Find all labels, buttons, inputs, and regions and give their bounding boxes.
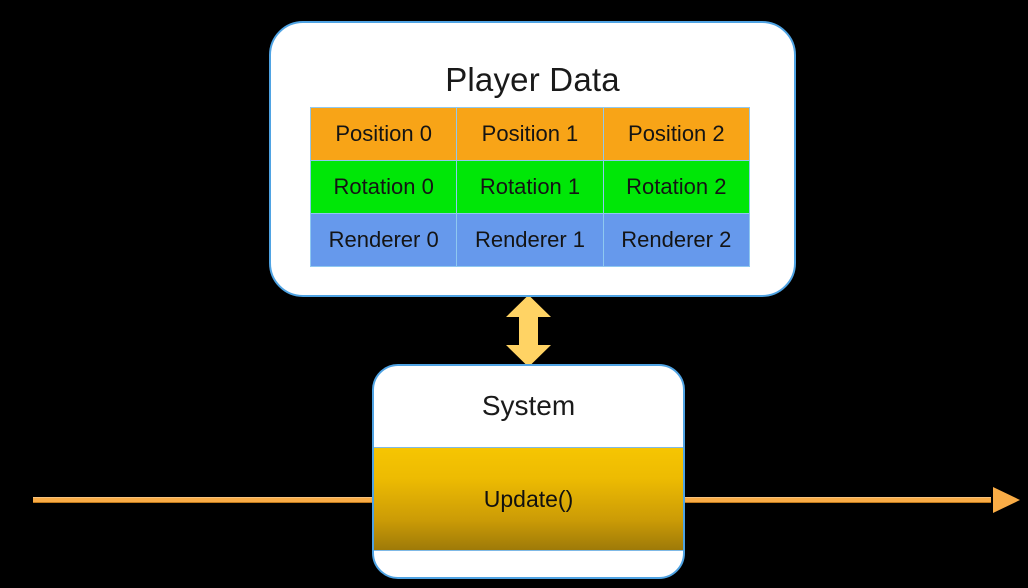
cell-renderer-1: Renderer 1: [456, 213, 604, 267]
system-title: System: [481, 390, 576, 421]
cell-position-2: Position 2: [602, 107, 751, 161]
system-update-label: Update(): [483, 485, 574, 512]
cell-renderer-0: Renderer 0: [309, 213, 458, 267]
player-data-table: Position 0 Position 1 Position 2 Rotatio…: [309, 107, 751, 267]
cell-rotation-1: Rotation 1: [456, 160, 604, 214]
cell-renderer-2: Renderer 2: [602, 213, 751, 267]
double-headed-vertical-arrow-icon: [506, 295, 551, 367]
cell-rotation-2: Rotation 2: [602, 160, 751, 214]
table-row: Position 0 Position 1 Position 2: [309, 107, 751, 161]
cell-position-0: Position 0: [309, 107, 458, 161]
table-row: Rotation 0 Rotation 1 Rotation 2: [309, 160, 751, 214]
system-card: System Update(): [372, 364, 685, 579]
player-data-card: Player Data Position 0 Position 1 Positi…: [269, 21, 796, 297]
player-data-title: Player Data: [445, 61, 620, 98]
cell-position-1: Position 1: [456, 107, 604, 161]
cell-rotation-0: Rotation 0: [309, 160, 458, 214]
table-row: Renderer 0 Renderer 1 Renderer 2: [309, 213, 751, 267]
system-update-bar: Update(): [374, 447, 683, 551]
right-arrow-icon: [993, 487, 1020, 513]
